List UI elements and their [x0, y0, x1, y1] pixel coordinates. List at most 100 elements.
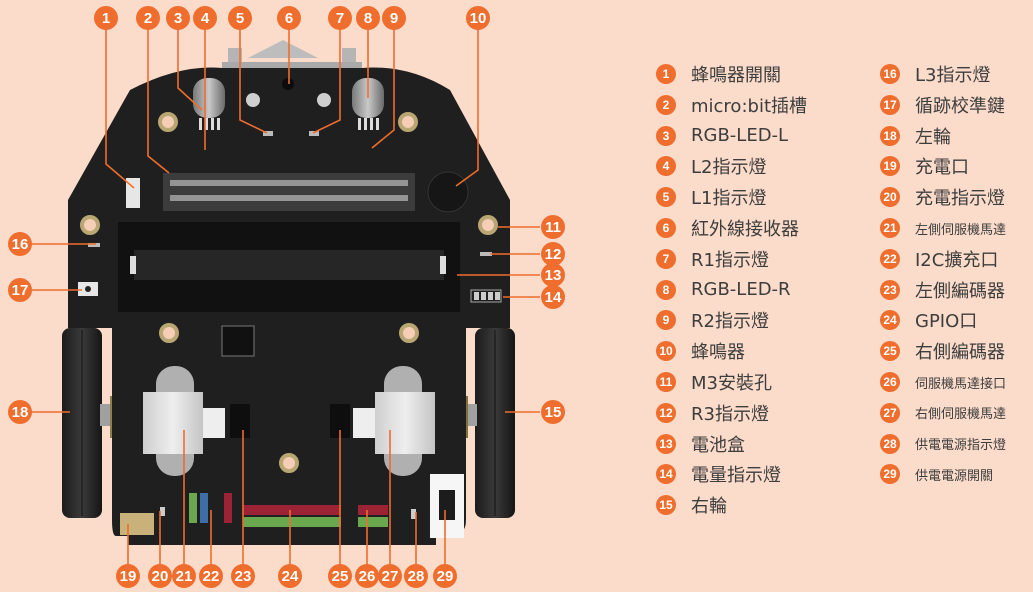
callout-circle — [8, 400, 32, 424]
legend-number-badge: 23 — [880, 279, 900, 300]
callout-circle — [166, 6, 190, 30]
legend-number-badge: 26 — [880, 372, 900, 392]
legend-number-badge: 21 — [880, 218, 900, 238]
legend-label: 右側編碼器 — [915, 342, 1005, 364]
charging-port — [120, 513, 154, 535]
legend-number-badge: 19 — [880, 156, 900, 177]
robot-board-illustration: 1234567891011121314151617181920212223242… — [8, 6, 565, 588]
callout-9: 9 — [382, 6, 406, 30]
callout-circle — [8, 278, 32, 302]
legend-number-badge: 12 — [656, 402, 676, 423]
legend-item: 29 供電電源開關 — [880, 462, 993, 486]
legend-label: R1指示燈 — [691, 249, 769, 271]
callout-circle — [172, 564, 196, 588]
legend-item: 21 左側伺服機馬達 — [880, 216, 1006, 240]
callout-number: 21 — [176, 568, 193, 585]
callout-circle — [541, 263, 565, 287]
callout-number: 3 — [174, 10, 182, 27]
legend-number-badge: 2 — [656, 94, 676, 115]
legend-number-badge: 11 — [656, 372, 676, 392]
callout-number: 8 — [364, 10, 372, 27]
legend-number-badge: 27 — [880, 402, 900, 423]
microbit-slot — [163, 173, 415, 211]
callout-circle — [136, 6, 160, 30]
legend-number-badge: 20 — [880, 187, 900, 208]
power-led — [411, 509, 416, 519]
legend-number-badge: 18 — [880, 125, 900, 146]
callout-number: 14 — [545, 289, 562, 306]
callout-circle — [541, 242, 565, 266]
legend-label: 充電口 — [915, 157, 969, 179]
legend-number-badge: 29 — [880, 464, 900, 485]
callout-number: 26 — [359, 568, 376, 585]
callout-number: 16 — [12, 236, 29, 253]
legend-number-badge: 4 — [656, 156, 676, 177]
callout-number: 4 — [201, 10, 210, 27]
callout-number: 12 — [545, 246, 562, 263]
legend-item: 2 micro:bit插槽 — [656, 93, 807, 117]
legend-label: GPIO口 — [915, 311, 978, 333]
legend-label: R2指示燈 — [691, 311, 769, 333]
callout-number: 10 — [470, 10, 487, 27]
mcu-chip — [221, 325, 255, 357]
legend-number-badge: 13 — [656, 433, 676, 454]
callout-18: 18 — [8, 400, 32, 424]
legend-number-badge: 3 — [656, 125, 676, 146]
callout-number: 20 — [152, 568, 169, 585]
legend-label: 左側伺服機馬達 — [915, 222, 1007, 238]
callout-circle — [328, 564, 352, 588]
callout-number: 25 — [332, 568, 349, 585]
legend-label: L2指示燈 — [691, 157, 767, 179]
callout-circle — [466, 6, 490, 30]
callout-12: 12 — [541, 242, 565, 266]
callout-circle — [382, 6, 406, 30]
legend-label: 紅外線接收器 — [691, 219, 799, 240]
callout-11: 11 — [541, 215, 565, 239]
callout-13: 13 — [541, 263, 565, 287]
callout-number: 6 — [285, 10, 293, 27]
callout-circle — [277, 6, 301, 30]
callout-number: 22 — [203, 568, 220, 585]
legend-label: 電池盒 — [691, 434, 745, 456]
l1-led — [263, 131, 273, 136]
callout-24: 24 — [278, 564, 302, 588]
callout-27: 27 — [378, 564, 402, 588]
callout-circle — [328, 6, 352, 30]
callout-circle — [228, 6, 252, 30]
callout-circle — [378, 564, 402, 588]
callout-circle — [404, 564, 428, 588]
callout-circle — [541, 285, 565, 309]
callout-7: 7 — [328, 6, 352, 30]
callout-number: 7 — [336, 10, 344, 27]
legend-label: 右側伺服機馬達 — [915, 407, 1007, 423]
callout-number: 1 — [102, 10, 110, 27]
legend-label: M3安裝孔 — [691, 373, 772, 394]
left-encoder — [230, 404, 250, 438]
legend-label: 伺服機馬達接口 — [915, 376, 1007, 392]
legend-item: 13 電池盒 — [656, 432, 745, 456]
legend-label: micro:bit插槽 — [691, 95, 807, 117]
power-switch — [430, 474, 464, 538]
legend-label: L3指示燈 — [915, 65, 991, 86]
legend-label: 供電電源開關 — [915, 468, 994, 484]
callout-1: 1 — [94, 6, 118, 30]
legend-label: 蜂鳴器開關 — [691, 65, 781, 86]
callout-lines — [30, 28, 540, 566]
callout-number: 15 — [545, 404, 562, 421]
callout-circle — [193, 6, 217, 30]
legend-item: 27 右側伺服機馬達 — [880, 401, 1006, 425]
legend-number-badge: 6 — [656, 218, 676, 238]
callout-23: 23 — [231, 564, 255, 588]
callout-circle — [356, 6, 380, 30]
legend-number-badge: 22 — [880, 248, 900, 269]
callout-number: 24 — [282, 568, 299, 585]
legend-label: 左側編碼器 — [915, 280, 1005, 302]
legend-number-badge: 25 — [880, 341, 900, 362]
callout-circle — [541, 400, 565, 424]
